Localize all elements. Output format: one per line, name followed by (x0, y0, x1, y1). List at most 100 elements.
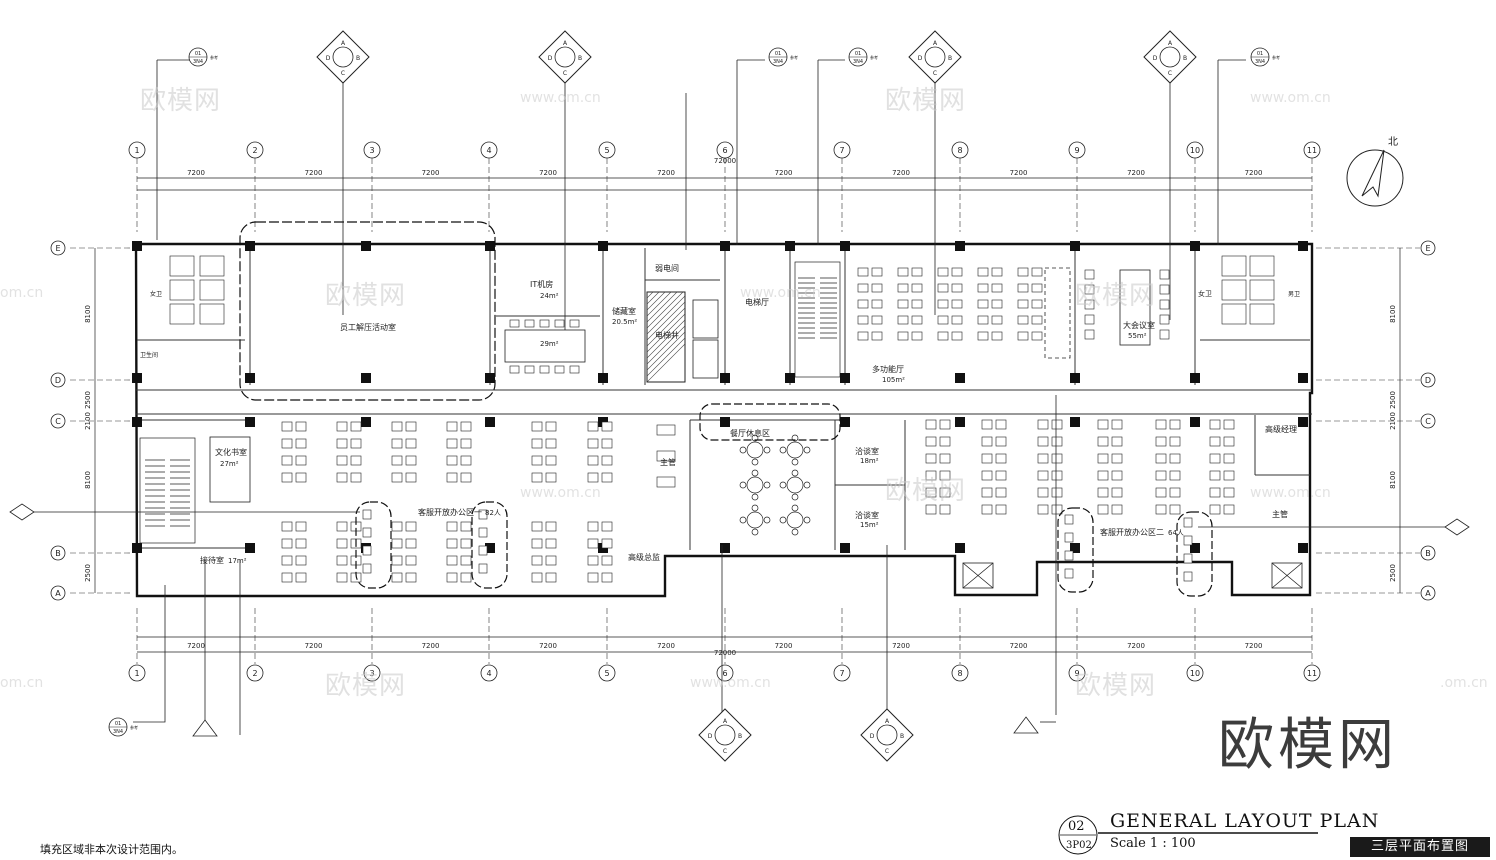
desk (991, 315, 1003, 325)
desk (350, 438, 362, 449)
desk (977, 283, 989, 293)
grid-bubble-label: 3 (369, 669, 374, 678)
desk (1017, 283, 1029, 293)
grid-bubble (480, 664, 498, 682)
dimension-label: 7200 (892, 642, 910, 650)
plan-title: GENERAL LAYOUT PLAN (1110, 810, 1380, 832)
dimension-label: 7200 (775, 169, 793, 177)
hatch-line (647, 292, 678, 323)
structural-column (955, 417, 965, 427)
desk (1223, 453, 1235, 464)
elevation-marker-core (876, 724, 898, 746)
desk (1084, 269, 1095, 280)
desk (1209, 436, 1221, 447)
watermark-3: 欧模网 (325, 281, 407, 311)
watermark-url-1: www.om.cn (520, 90, 601, 106)
structural-column (485, 543, 495, 553)
title-bubble (1058, 815, 1098, 855)
dining-chair (791, 458, 799, 466)
open-office-1-seats: 82人 (485, 509, 501, 517)
desk (1159, 314, 1170, 325)
elevation-marker-letter: A (341, 40, 346, 47)
grid-bubble (598, 141, 616, 159)
desk (446, 455, 458, 466)
desk (937, 315, 949, 325)
desk (951, 299, 963, 309)
desk (460, 555, 472, 566)
toilet-stall (1249, 303, 1275, 325)
big-meeting-label: 大会议室 (1123, 320, 1155, 330)
elevation-marker-letter: D (326, 55, 331, 62)
desk (405, 438, 417, 449)
open-office-2-seats: 64人 (1168, 529, 1184, 537)
desk (911, 267, 923, 277)
elevation-marker-letter: C (341, 70, 345, 77)
dining-chair (751, 528, 759, 536)
hatch-line (647, 325, 685, 365)
grid-bubble-label: 6 (722, 146, 727, 155)
desk (336, 438, 348, 449)
desk (1155, 419, 1167, 430)
structural-column (132, 543, 142, 553)
index-sheet: 3N4 (1255, 59, 1265, 65)
elevation-marker-letter: D (708, 733, 713, 740)
men-wc-right-label: 男卫 (1288, 291, 1300, 298)
dining-table (786, 511, 804, 529)
desk (545, 421, 557, 432)
structural-column (785, 241, 795, 251)
desk (1031, 283, 1043, 293)
structural-column (361, 241, 371, 251)
desk (1084, 329, 1095, 340)
row-dimension-label: 2100 (1389, 412, 1397, 430)
brand-logo: 欧模网 (1218, 713, 1398, 778)
desk (531, 455, 543, 466)
structural-column (840, 543, 850, 553)
structural-column (132, 417, 142, 427)
desk (336, 572, 348, 583)
grid-bubble-row (1420, 585, 1436, 601)
desk (281, 555, 293, 566)
desk (1051, 419, 1063, 430)
desk (362, 545, 372, 556)
desk (1097, 487, 1109, 498)
structural-column (1070, 241, 1080, 251)
structural-column (720, 417, 730, 427)
toilet-stall (199, 279, 225, 301)
hatch-line (647, 307, 685, 347)
elevation-marker-letter: D (870, 733, 875, 740)
desk (1155, 487, 1167, 498)
row-dimension-label: 2500 (1389, 391, 1397, 409)
elevation-marker-core (332, 46, 354, 68)
desk (1111, 504, 1123, 515)
desk (911, 331, 923, 341)
north-label: 北 (1388, 136, 1398, 148)
structural-column (1298, 417, 1308, 427)
desk (925, 453, 937, 464)
desk (446, 421, 458, 432)
elevation-marker-single (192, 719, 218, 737)
desk (460, 421, 472, 432)
grid-bubble-row (50, 545, 66, 561)
dining-chair (763, 481, 771, 489)
watermark-4: 欧模网 (1075, 281, 1157, 311)
desk (925, 504, 937, 515)
desk (977, 331, 989, 341)
dining-chair (751, 493, 759, 501)
desk (405, 538, 417, 549)
dining-table (746, 476, 764, 494)
hatch-line (647, 301, 685, 341)
conference-tables (209, 267, 1151, 503)
desk (1051, 470, 1063, 481)
desk (977, 315, 989, 325)
desk (1209, 453, 1221, 464)
desk (1169, 470, 1181, 481)
elevation-marker-letter: A (933, 40, 938, 47)
desk (1155, 504, 1167, 515)
grid-bubble-label: 1 (134, 669, 139, 678)
elevator-hall-label: 电梯厅 (745, 297, 769, 307)
index-sheet: 3N4 (853, 59, 863, 65)
desk (1037, 453, 1049, 464)
it-area-label: 24m² (540, 292, 559, 300)
structural-column (485, 241, 495, 251)
grid-bubble-row (1420, 372, 1436, 388)
